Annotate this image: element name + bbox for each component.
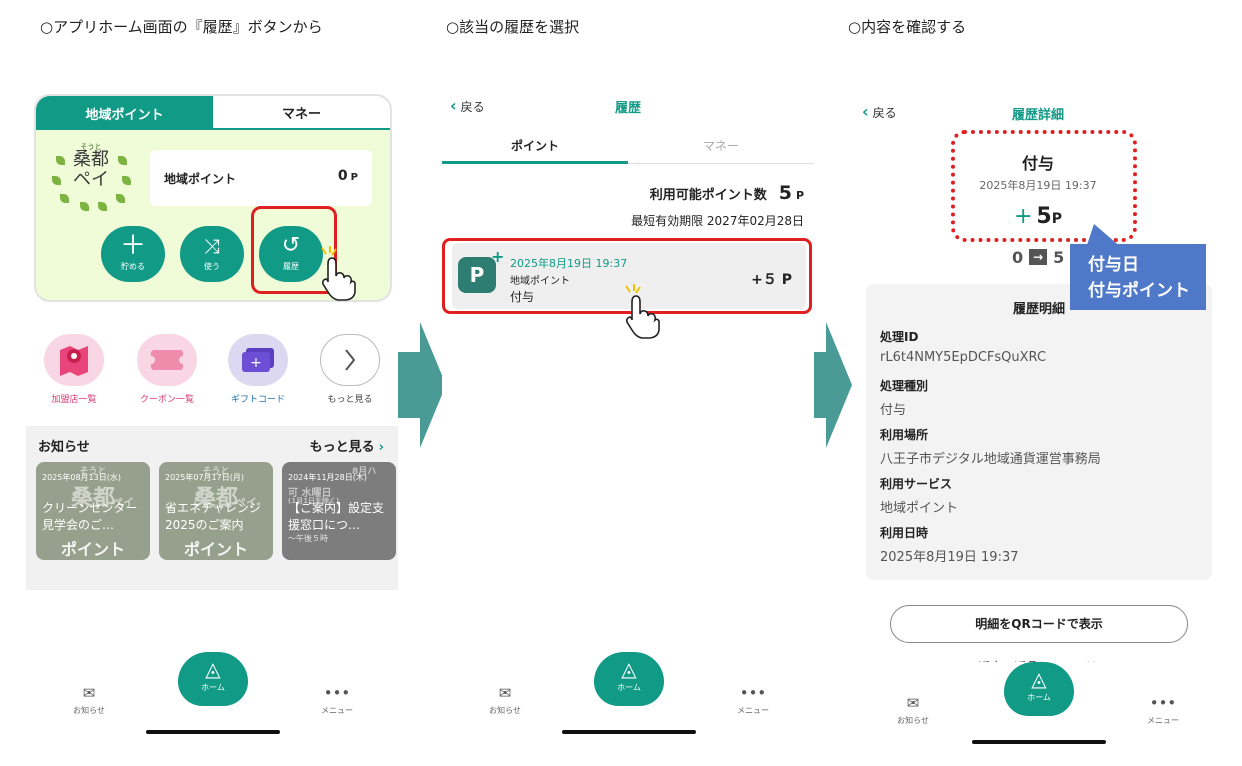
point-badge-icon: P bbox=[458, 257, 496, 293]
show-qr-button[interactable]: 明細をQRコードで表示 bbox=[890, 605, 1188, 643]
caption-step3: ○内容を確認する bbox=[848, 18, 967, 36]
news-card[interactable]: そうと 桑都 ペイ ポイント 2025年08月13日(水) クリーンセンター見学… bbox=[36, 462, 150, 560]
home-logo-icon: ◬ bbox=[1031, 667, 1047, 691]
detail-section-title: 履歴明細 bbox=[1012, 302, 1065, 317]
wallet-tabs: 地域ポイント マネー bbox=[36, 96, 390, 130]
caption-step1: ○アプリホーム画面の『履歴』ボタンから bbox=[40, 18, 323, 36]
tab-points[interactable]: ポイント bbox=[442, 132, 628, 164]
tap-hand-icon bbox=[321, 246, 356, 301]
mail-icon: ✉ bbox=[498, 684, 512, 702]
chevron-right-icon: › bbox=[378, 440, 384, 455]
soto-pay-logo: そうと 桑都 ペイ bbox=[50, 142, 132, 212]
plus-icon: + bbox=[491, 247, 505, 266]
tab-local-points[interactable]: 地域ポイント bbox=[36, 96, 213, 130]
nav-news[interactable]: ✉お知らせ bbox=[470, 684, 540, 716]
home-indicator bbox=[146, 730, 280, 734]
balance-transition: 0→5 bbox=[1012, 248, 1065, 267]
gift-card-icon: + bbox=[242, 348, 274, 372]
transaction-date: 2025年8月19日 19:37 bbox=[979, 179, 1097, 192]
history-list-item[interactable]: P + 2025年8月19日 19:37 地域ポイント 付与 +５ P bbox=[452, 243, 806, 309]
home-logo-icon: ◬ bbox=[205, 657, 221, 681]
amount-highlight bbox=[951, 130, 1137, 242]
history-amount: +５ P bbox=[751, 272, 792, 288]
balance-label: 地域ポイント bbox=[164, 172, 237, 186]
more-dots-icon: ••• bbox=[323, 684, 351, 702]
page-title: 履歴 bbox=[614, 101, 641, 116]
bottom-nav: ✉お知らせ ◬ ホーム •••メニュー bbox=[442, 652, 814, 742]
history-icon: ↺ bbox=[281, 233, 301, 258]
use-points-button[interactable]: ⤨ 使う bbox=[180, 226, 244, 282]
nav-menu[interactable]: •••メニュー bbox=[1128, 694, 1198, 726]
history-item-highlight bbox=[442, 238, 812, 314]
home-logo-icon: ◬ bbox=[621, 657, 637, 681]
chevron-left-icon: ‹ bbox=[862, 102, 869, 121]
news-card[interactable]: そうと 桑都 ペイ ポイント 2025年07月17日(月) 省エネチャレンジ20… bbox=[159, 462, 273, 560]
detail-card: 履歴明細 処理ID rL6t4NMY5EpDCFsQuXRC 処理種別 付与 利… bbox=[866, 284, 1212, 580]
tab-money[interactable]: マネー bbox=[213, 96, 390, 130]
bottom-nav: ✉お知らせ ◬ ホーム •••メニュー bbox=[854, 662, 1222, 746]
nav-home-button[interactable]: ◬ ホーム bbox=[1004, 662, 1074, 716]
back-button[interactable]: ‹戻る bbox=[862, 102, 897, 121]
coupons-link[interactable]: クーポン一覧 bbox=[131, 334, 203, 405]
map-icon bbox=[60, 346, 88, 376]
nav-menu[interactable]: •••メニュー bbox=[302, 684, 372, 716]
mail-icon: ✉ bbox=[82, 684, 96, 702]
nav-news[interactable]: ✉お知らせ bbox=[878, 694, 948, 726]
home-indicator bbox=[972, 740, 1106, 744]
plus-icon: ＋ bbox=[119, 231, 146, 261]
nav-news[interactable]: ✉お知らせ bbox=[54, 684, 124, 716]
save-points-button[interactable]: ＋ 貯める bbox=[101, 226, 165, 282]
svg-text:+: + bbox=[250, 355, 262, 371]
history-detail-screen: ‹戻る 履歴詳細 付与 2025年8月19日 19:37 +5P 0→5 履歴明… bbox=[854, 86, 1222, 746]
nav-home-button[interactable]: ◬ ホーム bbox=[178, 652, 248, 706]
annotation-callout: 付与日 付与ポイント bbox=[1070, 244, 1206, 310]
nav-home-button[interactable]: ◬ ホーム bbox=[594, 652, 664, 706]
more-dots-icon: ••• bbox=[739, 684, 767, 702]
bottom-nav: ✉お知らせ ◬ ホーム •••メニュー bbox=[26, 652, 398, 742]
stores-link[interactable]: 加盟店一覧 bbox=[38, 334, 110, 405]
chevron-right-icon bbox=[345, 349, 356, 371]
step-arrow-1 bbox=[398, 322, 446, 448]
processing-id: rL6t4NMY5EpDCFsQuXRC bbox=[880, 350, 1047, 365]
home-indicator bbox=[562, 730, 696, 734]
gift-code-link[interactable]: + ギフトコード bbox=[222, 334, 294, 405]
history-tabs: ポイント マネー bbox=[442, 132, 814, 164]
news-title: お知らせ bbox=[38, 440, 90, 455]
caption-step2: ○該当の履歴を選択 bbox=[446, 18, 580, 36]
tab-money[interactable]: マネー bbox=[628, 132, 814, 164]
transaction-kind: 付与 bbox=[1021, 154, 1054, 173]
transaction-amount: +5P bbox=[1013, 204, 1062, 229]
history-button[interactable]: ↺ 履歴 bbox=[259, 226, 323, 282]
back-button[interactable]: ‹戻る bbox=[450, 96, 485, 115]
ticket-icon bbox=[147, 350, 187, 370]
news-more-link[interactable]: もっと見る› bbox=[309, 440, 384, 455]
step-arrow-2 bbox=[804, 322, 852, 448]
expiry-date: 最短有効期限 2027年02月28日 bbox=[631, 214, 804, 228]
chevron-left-icon: ‹ bbox=[450, 96, 457, 115]
news-section: お知らせ もっと見る› そうと 桑都 ペイ ポイント 2025年08月13日(水… bbox=[26, 426, 398, 590]
more-link[interactable]: もっと見る bbox=[314, 334, 386, 405]
arrow-right-icon: → bbox=[1029, 249, 1048, 265]
tap-hand-icon bbox=[625, 284, 660, 339]
shuffle-icon: ⤨ bbox=[204, 234, 220, 258]
page-title: 履歴詳細 bbox=[1011, 108, 1064, 123]
more-dots-icon: ••• bbox=[1149, 694, 1177, 712]
mail-icon: ✉ bbox=[906, 694, 920, 712]
nav-menu[interactable]: •••メニュー bbox=[718, 684, 788, 716]
news-card[interactable]: 8月ハ 可 水曜日 (1月1日を除く) ～午後５時 2024年11月28日(木)… bbox=[282, 462, 396, 560]
